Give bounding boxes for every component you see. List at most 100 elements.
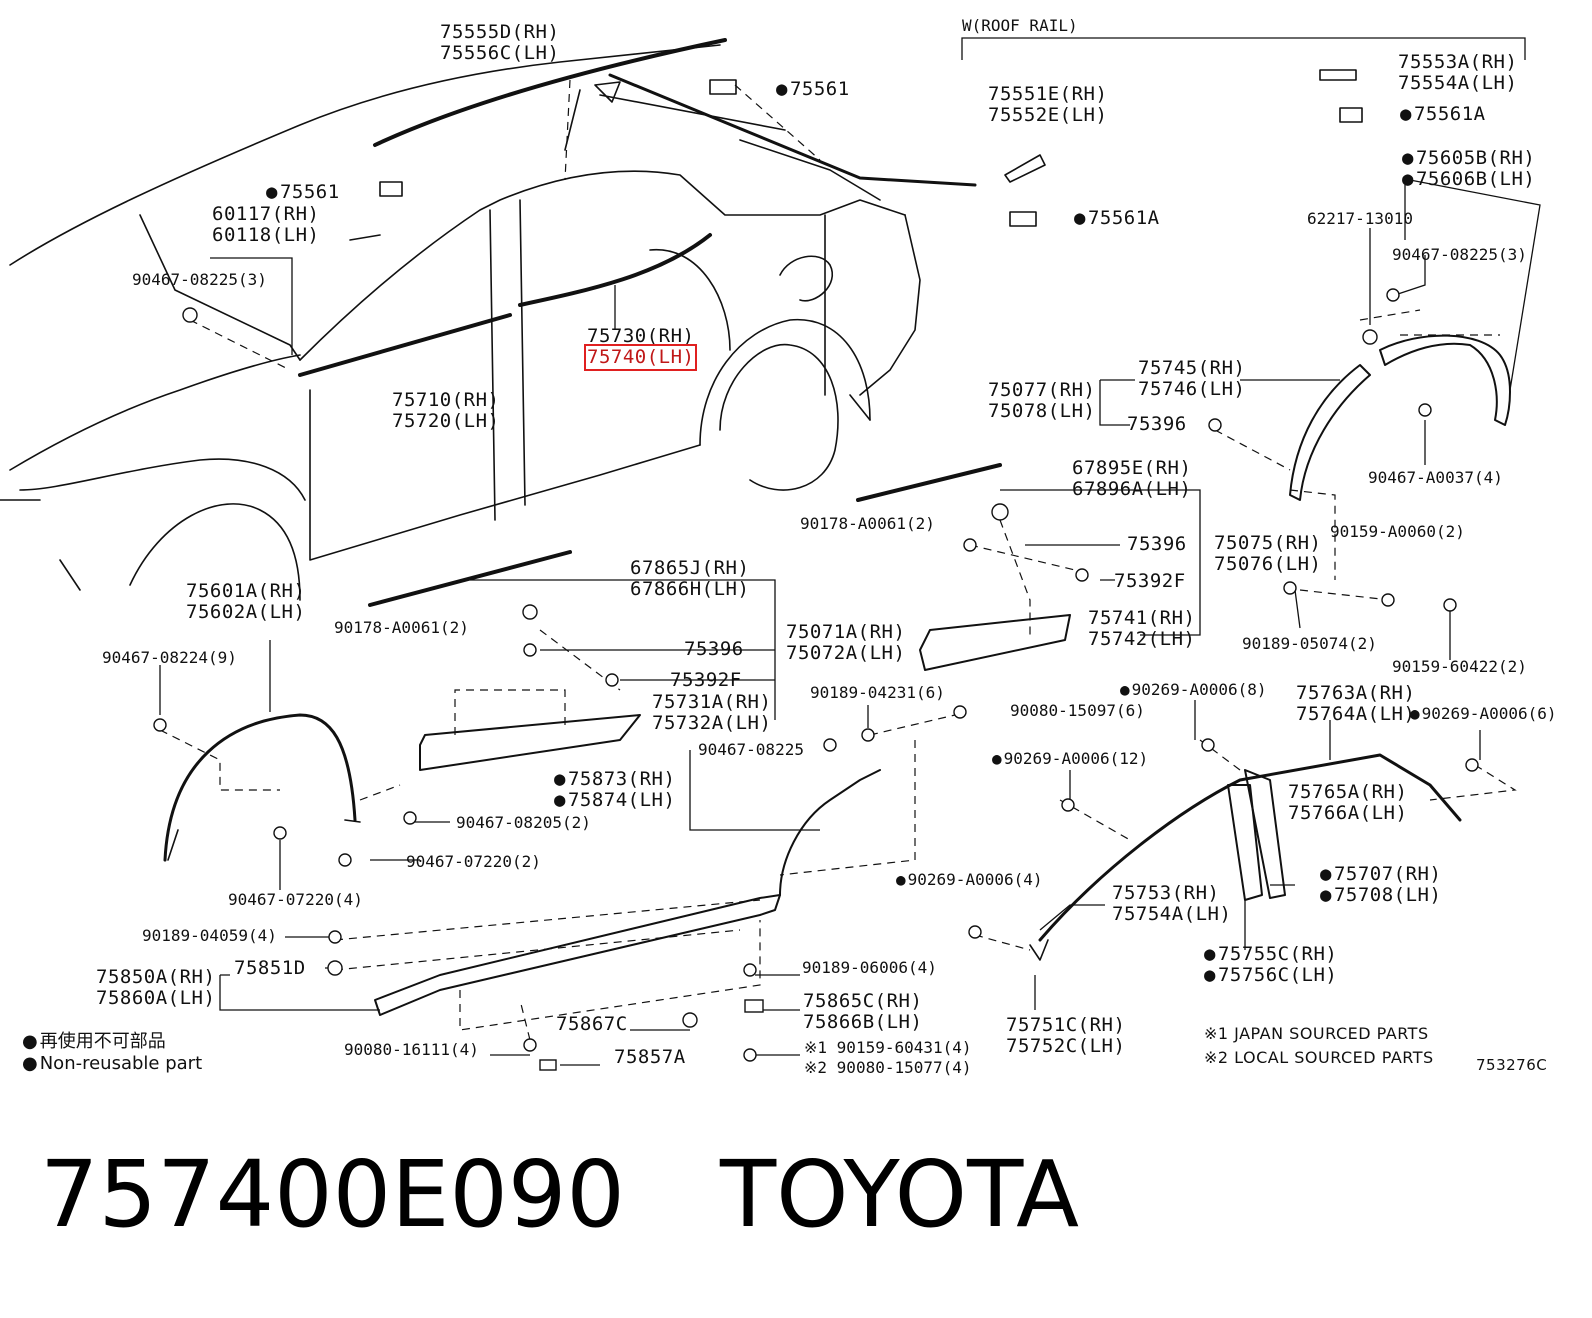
part-label[interactable]: 90189-06006(4) (802, 958, 937, 977)
part-label-nonreusable[interactable]: 75873(RH) (554, 769, 675, 790)
belt-molding-front (298, 313, 512, 377)
rocker-molding-front (419, 714, 641, 771)
part-label-nonreusable[interactable]: 75561 (776, 79, 850, 100)
part-label-nonreusable[interactable]: 75561A (1400, 104, 1486, 125)
part-label[interactable]: 90467-A0037(4) (1368, 468, 1503, 487)
part-label[interactable]: 75766A(LH) (1288, 802, 1408, 824)
part-label[interactable]: 90467-08225(3) (132, 270, 267, 289)
part-label[interactable]: 75751C(RH) (1006, 1014, 1126, 1036)
part-label-nonreusable[interactable]: 75561 (266, 182, 340, 203)
part-label[interactable]: ※2 90080-15077(4) (804, 1058, 972, 1077)
part-label[interactable]: 75553A(RH) (1398, 51, 1518, 73)
part-label[interactable]: 75554A(LH) (1398, 72, 1518, 94)
part-label[interactable]: 75742(LH) (1088, 628, 1196, 650)
belt-molding-rear (518, 233, 712, 307)
part-label[interactable]: 75396 (1127, 413, 1187, 435)
part-label-highlighted[interactable]: 75740(LH) (583, 344, 698, 371)
part-label[interactable]: 75731A(RH) (652, 691, 772, 713)
part-label[interactable]: 90080-16111(4) (344, 1040, 479, 1059)
part-label[interactable]: 75601A(RH) (186, 580, 306, 602)
part-label[interactable]: 75732A(LH) (652, 712, 772, 734)
part-label[interactable]: 75746(LH) (1138, 378, 1246, 400)
part-label[interactable]: 90467-07220(4) (228, 890, 363, 909)
part-label-nonreusable[interactable]: 90269-A0006(12) (992, 749, 1149, 769)
part-label[interactable]: 90189-05074(2) (1242, 634, 1377, 653)
part-label[interactable]: 90080-15097(6) (1010, 701, 1145, 720)
part-label[interactable]: 75551E(RH) (988, 83, 1108, 105)
part-label-nonreusable[interactable]: 75707(RH) (1320, 864, 1441, 885)
legend-nonreusable-en: Non-reusable part (22, 1053, 202, 1074)
part-label[interactable]: 75078(LH) (988, 400, 1096, 422)
part-label[interactable]: 90189-04231(6) (810, 683, 945, 702)
part-label[interactable]: 90178-A0061(2) (800, 514, 935, 533)
part-label[interactable]: 75741(RH) (1088, 607, 1196, 629)
part-label[interactable]: 60117(RH) (212, 203, 320, 225)
part-label[interactable]: 67865J(RH) (630, 557, 750, 579)
part-label-nonreusable[interactable]: 90269-A0006(6) (1410, 704, 1557, 724)
part-label[interactable]: 75077(RH) (988, 379, 1096, 401)
part-label[interactable]: 75555D(RH) (440, 21, 560, 43)
part-label[interactable]: 75710(RH) (392, 389, 500, 411)
part-label[interactable]: 60118(LH) (212, 224, 320, 246)
part-label-nonreusable[interactable]: 75606B(LH) (1402, 169, 1535, 190)
part-label[interactable]: 90467-07220(2) (406, 852, 541, 871)
part-label[interactable]: 75556C(LH) (440, 42, 560, 64)
part-label[interactable]: 90467-08225(3) (1392, 245, 1527, 264)
part-label[interactable]: 67896A(LH) (1072, 478, 1192, 500)
part-label[interactable]: 62217-13010 (1307, 209, 1413, 228)
part-label[interactable]: 90467-08205(2) (456, 813, 591, 832)
part-label[interactable]: 90178-A0061(2) (334, 618, 469, 637)
part-label[interactable]: 75075(RH) (1214, 532, 1322, 554)
part-label[interactable]: 75850A(RH) (96, 966, 216, 988)
part-label[interactable]: ※1 90159-60431(4) (804, 1038, 972, 1057)
part-label[interactable]: 75857A (614, 1046, 686, 1068)
part-label[interactable]: 75072A(LH) (786, 642, 906, 664)
part-label-nonreusable[interactable]: 75605B(RH) (1402, 148, 1535, 169)
part-label[interactable]: 90159-60422(2) (1392, 657, 1527, 676)
part-label-nonreusable[interactable]: 90269-A0006(8) (1120, 680, 1267, 700)
part-label[interactable]: 75765A(RH) (1288, 781, 1408, 803)
roof-molding (373, 38, 727, 147)
front-fender-flare (163, 713, 357, 862)
part-label[interactable]: 75396 (684, 638, 744, 660)
part-label[interactable]: 75392F (1114, 570, 1186, 592)
part-label[interactable]: 75753(RH) (1112, 882, 1220, 904)
part-label[interactable]: 75851D (234, 957, 306, 979)
part-label[interactable]: 75865C(RH) (803, 990, 923, 1012)
part-label[interactable]: 75763A(RH) (1296, 682, 1416, 704)
part-label[interactable]: 75076(LH) (1214, 553, 1322, 575)
part-label-nonreusable[interactable]: 90269-A0006(4) (896, 870, 1043, 890)
direction-arrow (594, 81, 786, 131)
part-label[interactable]: 75720(LH) (392, 410, 500, 432)
part-label[interactable]: 75552E(LH) (988, 104, 1108, 126)
part-label[interactable]: 90159-A0060(2) (1330, 522, 1465, 541)
part-label-nonreusable[interactable]: 75708(LH) (1320, 885, 1441, 906)
part-label[interactable]: 75392F (670, 669, 742, 691)
part-label[interactable]: 90467-08224(9) (102, 648, 237, 667)
part-label[interactable]: 75602A(LH) (186, 601, 306, 623)
note-local-sourced: ※2 LOCAL SOURCED PARTS (1204, 1048, 1434, 1067)
rear-fender-flare (1289, 364, 1371, 501)
vehicle-outline (0, 44, 921, 601)
brand-name: TOYOTA (719, 1141, 1080, 1248)
part-label[interactable]: 90467-08225 (698, 740, 804, 759)
part-label[interactable]: 75745(RH) (1138, 357, 1246, 379)
part-label[interactable]: 67895E(RH) (1072, 457, 1192, 479)
part-label[interactable]: 75752C(LH) (1006, 1035, 1126, 1057)
part-label[interactable]: 90189-04059(4) (142, 926, 277, 945)
part-label-nonreusable[interactable]: 75755C(RH) (1204, 944, 1337, 965)
part-label-nonreusable[interactable]: 75561A (1074, 208, 1160, 229)
part-label[interactable]: 75867C (556, 1013, 628, 1035)
part-label-nonreusable[interactable]: 75874(LH) (554, 790, 675, 811)
part-label[interactable]: 75764A(LH) (1296, 703, 1416, 725)
part-label[interactable]: 67866H(LH) (630, 578, 750, 600)
part-label[interactable]: 75860A(LH) (96, 987, 216, 1009)
part-label[interactable]: 75396 (1127, 533, 1187, 555)
part-label[interactable]: 75866B(LH) (803, 1011, 923, 1033)
part-label[interactable]: 75730(RH) (587, 325, 695, 347)
part-label[interactable]: 75071A(RH) (786, 621, 906, 643)
window-frame-molding (1038, 753, 1462, 942)
part-label-nonreusable[interactable]: 75756C(LH) (1204, 965, 1337, 986)
part-label[interactable]: 75754A(LH) (1112, 903, 1232, 925)
